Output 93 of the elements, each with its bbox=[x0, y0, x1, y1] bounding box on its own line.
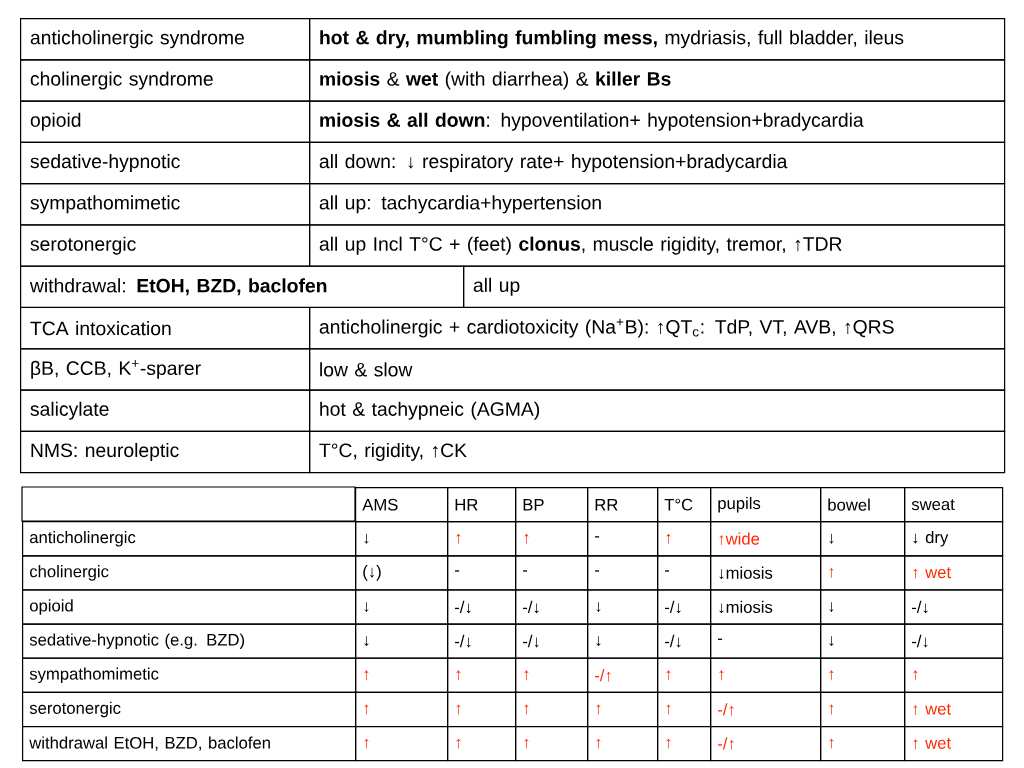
table-cell: ↓ bbox=[587, 589, 659, 625]
table-cell: ↑ bbox=[355, 691, 449, 728]
table-cell: sweat bbox=[904, 487, 1004, 523]
table-cell: - bbox=[657, 555, 712, 591]
table-cell: ↓ bbox=[355, 623, 449, 659]
table-cell: NMS: neuroleptic bbox=[20, 430, 311, 474]
table-cell: ↑ bbox=[515, 725, 589, 762]
table-cell: anticholinergic syndrome bbox=[20, 18, 311, 61]
table-cell: cholinergic bbox=[22, 555, 357, 591]
table-cell: ↑ bbox=[447, 657, 517, 693]
table-cell: ↑ bbox=[587, 691, 659, 728]
table-cell: -/↓ bbox=[447, 589, 517, 625]
table-cell: ↑ bbox=[515, 691, 589, 728]
table-cell: -/↓ bbox=[657, 589, 712, 625]
table-cell: ↑ bbox=[820, 725, 906, 762]
table-cell: hot & dry, mumbling fumbling mess, mydriasis, full bladder, ileus bbox=[309, 18, 1006, 61]
table-cell: serotonergic bbox=[22, 691, 357, 728]
table-cell: all down: ↓ respiratory rate+ hypotension+bradycardia bbox=[309, 141, 1006, 185]
table-cell: ↑ wet bbox=[904, 725, 1004, 762]
table-cell: sedative-hypnotic (e.g. BZD) bbox=[22, 623, 357, 659]
table-cell: - bbox=[587, 555, 659, 591]
table-cell: hot & tachypneic (AGMA) bbox=[309, 389, 1006, 432]
table-cell: ↑ bbox=[657, 657, 712, 693]
table-cell: miosis & all down: hypoventilation+ hypotension+bradycardia bbox=[309, 100, 1006, 143]
table-cell: - bbox=[587, 521, 659, 557]
table-cell: all up bbox=[463, 265, 1006, 309]
table-cell: ↑ bbox=[447, 521, 517, 557]
table-cell: ↑ bbox=[904, 657, 1004, 693]
table-cell: HR bbox=[447, 487, 517, 523]
table-cell: -/↑ bbox=[587, 657, 659, 693]
table-cell: -/↑ bbox=[710, 691, 822, 728]
table-cell: ↑ bbox=[657, 725, 712, 762]
table-cell: ↑wide bbox=[710, 521, 822, 557]
table-cell: -/↓ bbox=[515, 589, 589, 625]
table-cell: ↓ bbox=[355, 589, 449, 625]
table-cell: withdrawal EtOH, BZD, baclofen bbox=[22, 725, 357, 762]
table-cell: low & slow bbox=[309, 348, 1006, 391]
table-cell: ↑ bbox=[587, 725, 659, 762]
table-cell: ↓ dry bbox=[904, 521, 1004, 557]
table-cell: pupils bbox=[710, 487, 822, 523]
table-cell: ↑ wet bbox=[904, 555, 1004, 591]
table-cell: cholinergic syndrome bbox=[20, 59, 311, 102]
table-cell: ↑ bbox=[657, 521, 712, 557]
table-cell: anticholinergic bbox=[22, 521, 357, 557]
table-cell: T°C, rigidity, ↑CK bbox=[309, 430, 1006, 474]
table-cell: ↑ bbox=[355, 657, 449, 693]
table-cell: ↓ bbox=[820, 521, 906, 557]
table-cell: T°C bbox=[657, 487, 712, 523]
table-cell: opioid bbox=[22, 589, 357, 625]
table-cell: bowel bbox=[820, 487, 906, 523]
table-cell: ↓miosis bbox=[710, 589, 822, 625]
table-cell: ↑ bbox=[820, 555, 906, 591]
table-cell: -/↑ bbox=[710, 725, 822, 762]
table-cell: ↑ wet bbox=[904, 691, 1004, 728]
table-cell: ↓ bbox=[355, 521, 449, 557]
table-cell: ↓ bbox=[820, 623, 906, 659]
table-cell: ↑ bbox=[447, 725, 517, 762]
table-cell: ↑ bbox=[657, 691, 712, 728]
table-cell: ↑ bbox=[447, 691, 517, 728]
table-cell: sympathomimetic bbox=[22, 657, 357, 693]
table-cell: opioid bbox=[20, 100, 311, 143]
table-cell: -/↓ bbox=[904, 623, 1004, 659]
table-cell: ↑ bbox=[515, 657, 589, 693]
table-cell: ↓miosis bbox=[710, 555, 822, 591]
table-cell: ↑ bbox=[710, 657, 822, 693]
table-cell: withdrawal: EtOH, BZD, baclofen bbox=[20, 265, 465, 309]
table-cell: ↓ bbox=[587, 623, 659, 659]
table-cell: -/↓ bbox=[904, 589, 1004, 625]
table-cell: βB, CCB, K$^{+}$-sparer bbox=[20, 348, 311, 391]
table-cell: serotonergic bbox=[20, 224, 311, 267]
table-cell: - bbox=[447, 555, 517, 591]
table-cell: ↓ bbox=[820, 589, 906, 625]
table-cell: RR bbox=[587, 487, 659, 523]
table-cell: -/↓ bbox=[447, 623, 517, 659]
table-cell: AMS bbox=[355, 487, 449, 523]
table-cell: ↑ bbox=[355, 725, 449, 762]
table-cell: all up: tachycardia+hypertension bbox=[309, 183, 1006, 226]
table-cell: ↑ bbox=[515, 521, 589, 557]
table-cell: salicylate bbox=[20, 389, 311, 432]
table-cell: anticholinergic + cardiotoxicity (Na$^{+}$B): ↑QT$_{c}$: TdP, VT, AVB, ↑QRS bbox=[309, 306, 1006, 350]
table-cell: -/↓ bbox=[657, 623, 712, 659]
table-cell: TCA intoxication bbox=[20, 306, 311, 350]
table-cell: -/↓ bbox=[515, 623, 589, 659]
table-cell: sympathomimetic bbox=[20, 183, 311, 226]
table-cell: all up Incl T°C + (feet) clonus, muscle rigidity, tremor, ↑TDR bbox=[309, 224, 1006, 267]
table-cell: ↑ bbox=[820, 657, 906, 693]
table-cell: - bbox=[515, 555, 589, 591]
table-cell: ↑ bbox=[820, 691, 906, 728]
table-cell: BP bbox=[515, 487, 589, 523]
table-cell: sedative-hypnotic bbox=[20, 141, 311, 185]
table-cell: (↓) bbox=[355, 555, 449, 591]
table-cell: - bbox=[710, 623, 822, 659]
table-cell: miosis & wet (with diarrhea) & killer Bs bbox=[309, 59, 1006, 102]
